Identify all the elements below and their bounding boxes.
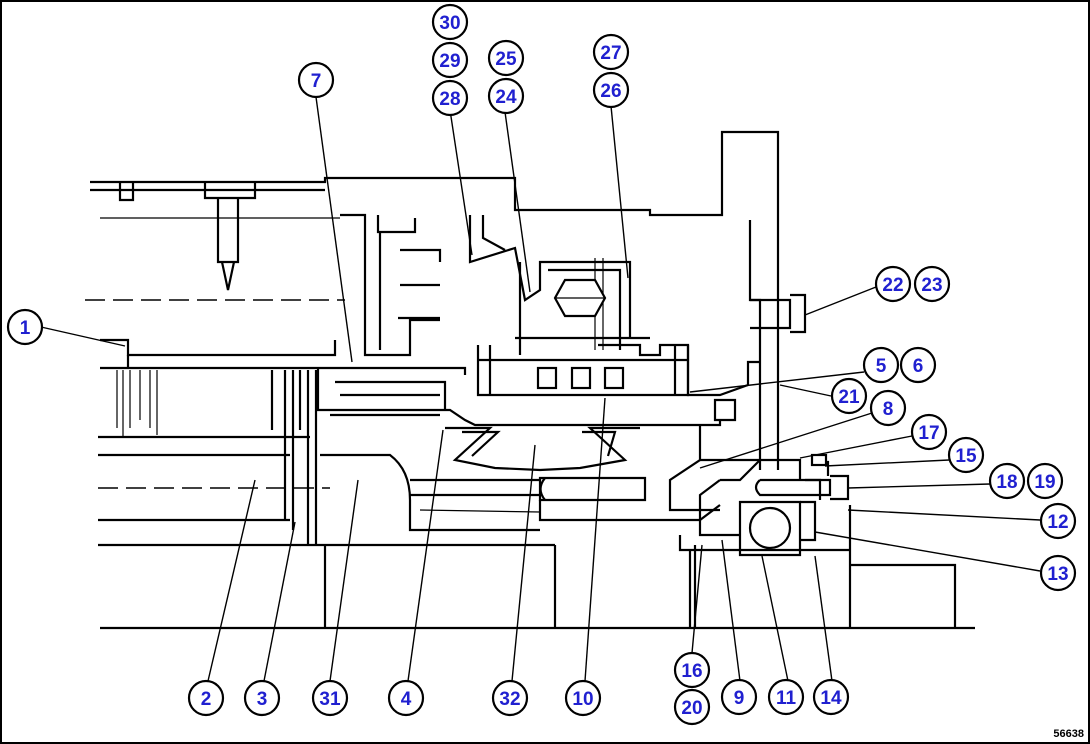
callout-26-label: 26 [600,81,621,102]
callout-7: 7 [297,61,335,99]
callout-32-label: 32 [499,689,520,710]
mechanical-drawing [85,130,975,630]
callout-27-label: 27 [600,43,621,64]
callout-18-label: 18 [996,472,1017,493]
callout-21: 21 [830,377,868,415]
callout-28: 28 [431,79,469,117]
callout-28-label: 28 [439,89,460,110]
callout-17-label: 17 [918,423,939,444]
callout-30-label: 30 [439,13,460,34]
callout-11-label: 11 [776,688,797,709]
callout-14-label: 14 [820,688,842,709]
callout-12: 12 [1039,502,1077,540]
callout-9-label: 9 [734,688,745,709]
callout-14: 14 [812,678,850,716]
callout-4-label: 4 [401,689,412,710]
callout-23: 23 [913,265,951,303]
callout-19: 19 [1026,462,1064,500]
callout-25-label: 25 [495,49,517,70]
callout-31-label: 31 [319,689,341,710]
callout-2: 2 [187,679,225,717]
callout-3: 3 [243,679,281,717]
callout-8-label: 8 [883,399,894,420]
callouts: 30 29 28 25 24 27 26 7 1 22 23 5 6 21 8 … [6,3,1077,726]
callout-6-label: 6 [913,356,924,377]
callout-1: 1 [6,308,44,346]
callout-20: 20 [673,688,711,726]
callout-27: 27 [592,33,630,71]
callout-15: 15 [947,436,985,474]
callout-19-label: 19 [1034,472,1055,493]
callout-20-label: 20 [681,698,702,719]
callout-18: 18 [988,462,1026,500]
callout-5: 5 [862,346,900,384]
callout-10: 10 [564,679,602,717]
figure-code: 56638 [1053,728,1084,740]
callout-32: 32 [491,679,529,717]
callout-21-label: 21 [838,387,860,408]
callout-25: 25 [487,39,525,77]
callout-3-label: 3 [257,689,268,710]
callout-30: 30 [431,3,469,41]
callout-1-label: 1 [20,318,31,339]
callout-26: 26 [592,71,630,109]
callout-13: 13 [1039,554,1077,592]
callout-16-label: 16 [681,661,702,682]
callout-16: 16 [673,651,711,689]
callout-4: 4 [387,679,425,717]
callout-13-label: 13 [1047,564,1068,585]
callout-12-label: 12 [1047,512,1068,533]
callout-10-label: 10 [572,689,593,710]
callout-31: 31 [311,679,349,717]
callout-29: 29 [431,41,469,79]
leader-lines [40,96,1041,682]
callout-11: 11 [767,678,805,716]
callout-8: 8 [869,389,907,427]
callout-7-label: 7 [311,71,322,92]
callout-15-label: 15 [955,446,977,467]
callout-17: 17 [910,413,948,451]
callout-22-label: 22 [882,275,903,296]
callout-5-label: 5 [876,356,887,377]
callout-29-label: 29 [439,51,460,72]
callout-9: 9 [720,678,758,716]
callout-2-label: 2 [201,689,212,710]
callout-6: 6 [899,346,937,384]
callout-23-label: 23 [921,275,942,296]
callout-24-label: 24 [495,87,517,108]
callout-22: 22 [874,265,912,303]
callout-24: 24 [487,77,525,115]
